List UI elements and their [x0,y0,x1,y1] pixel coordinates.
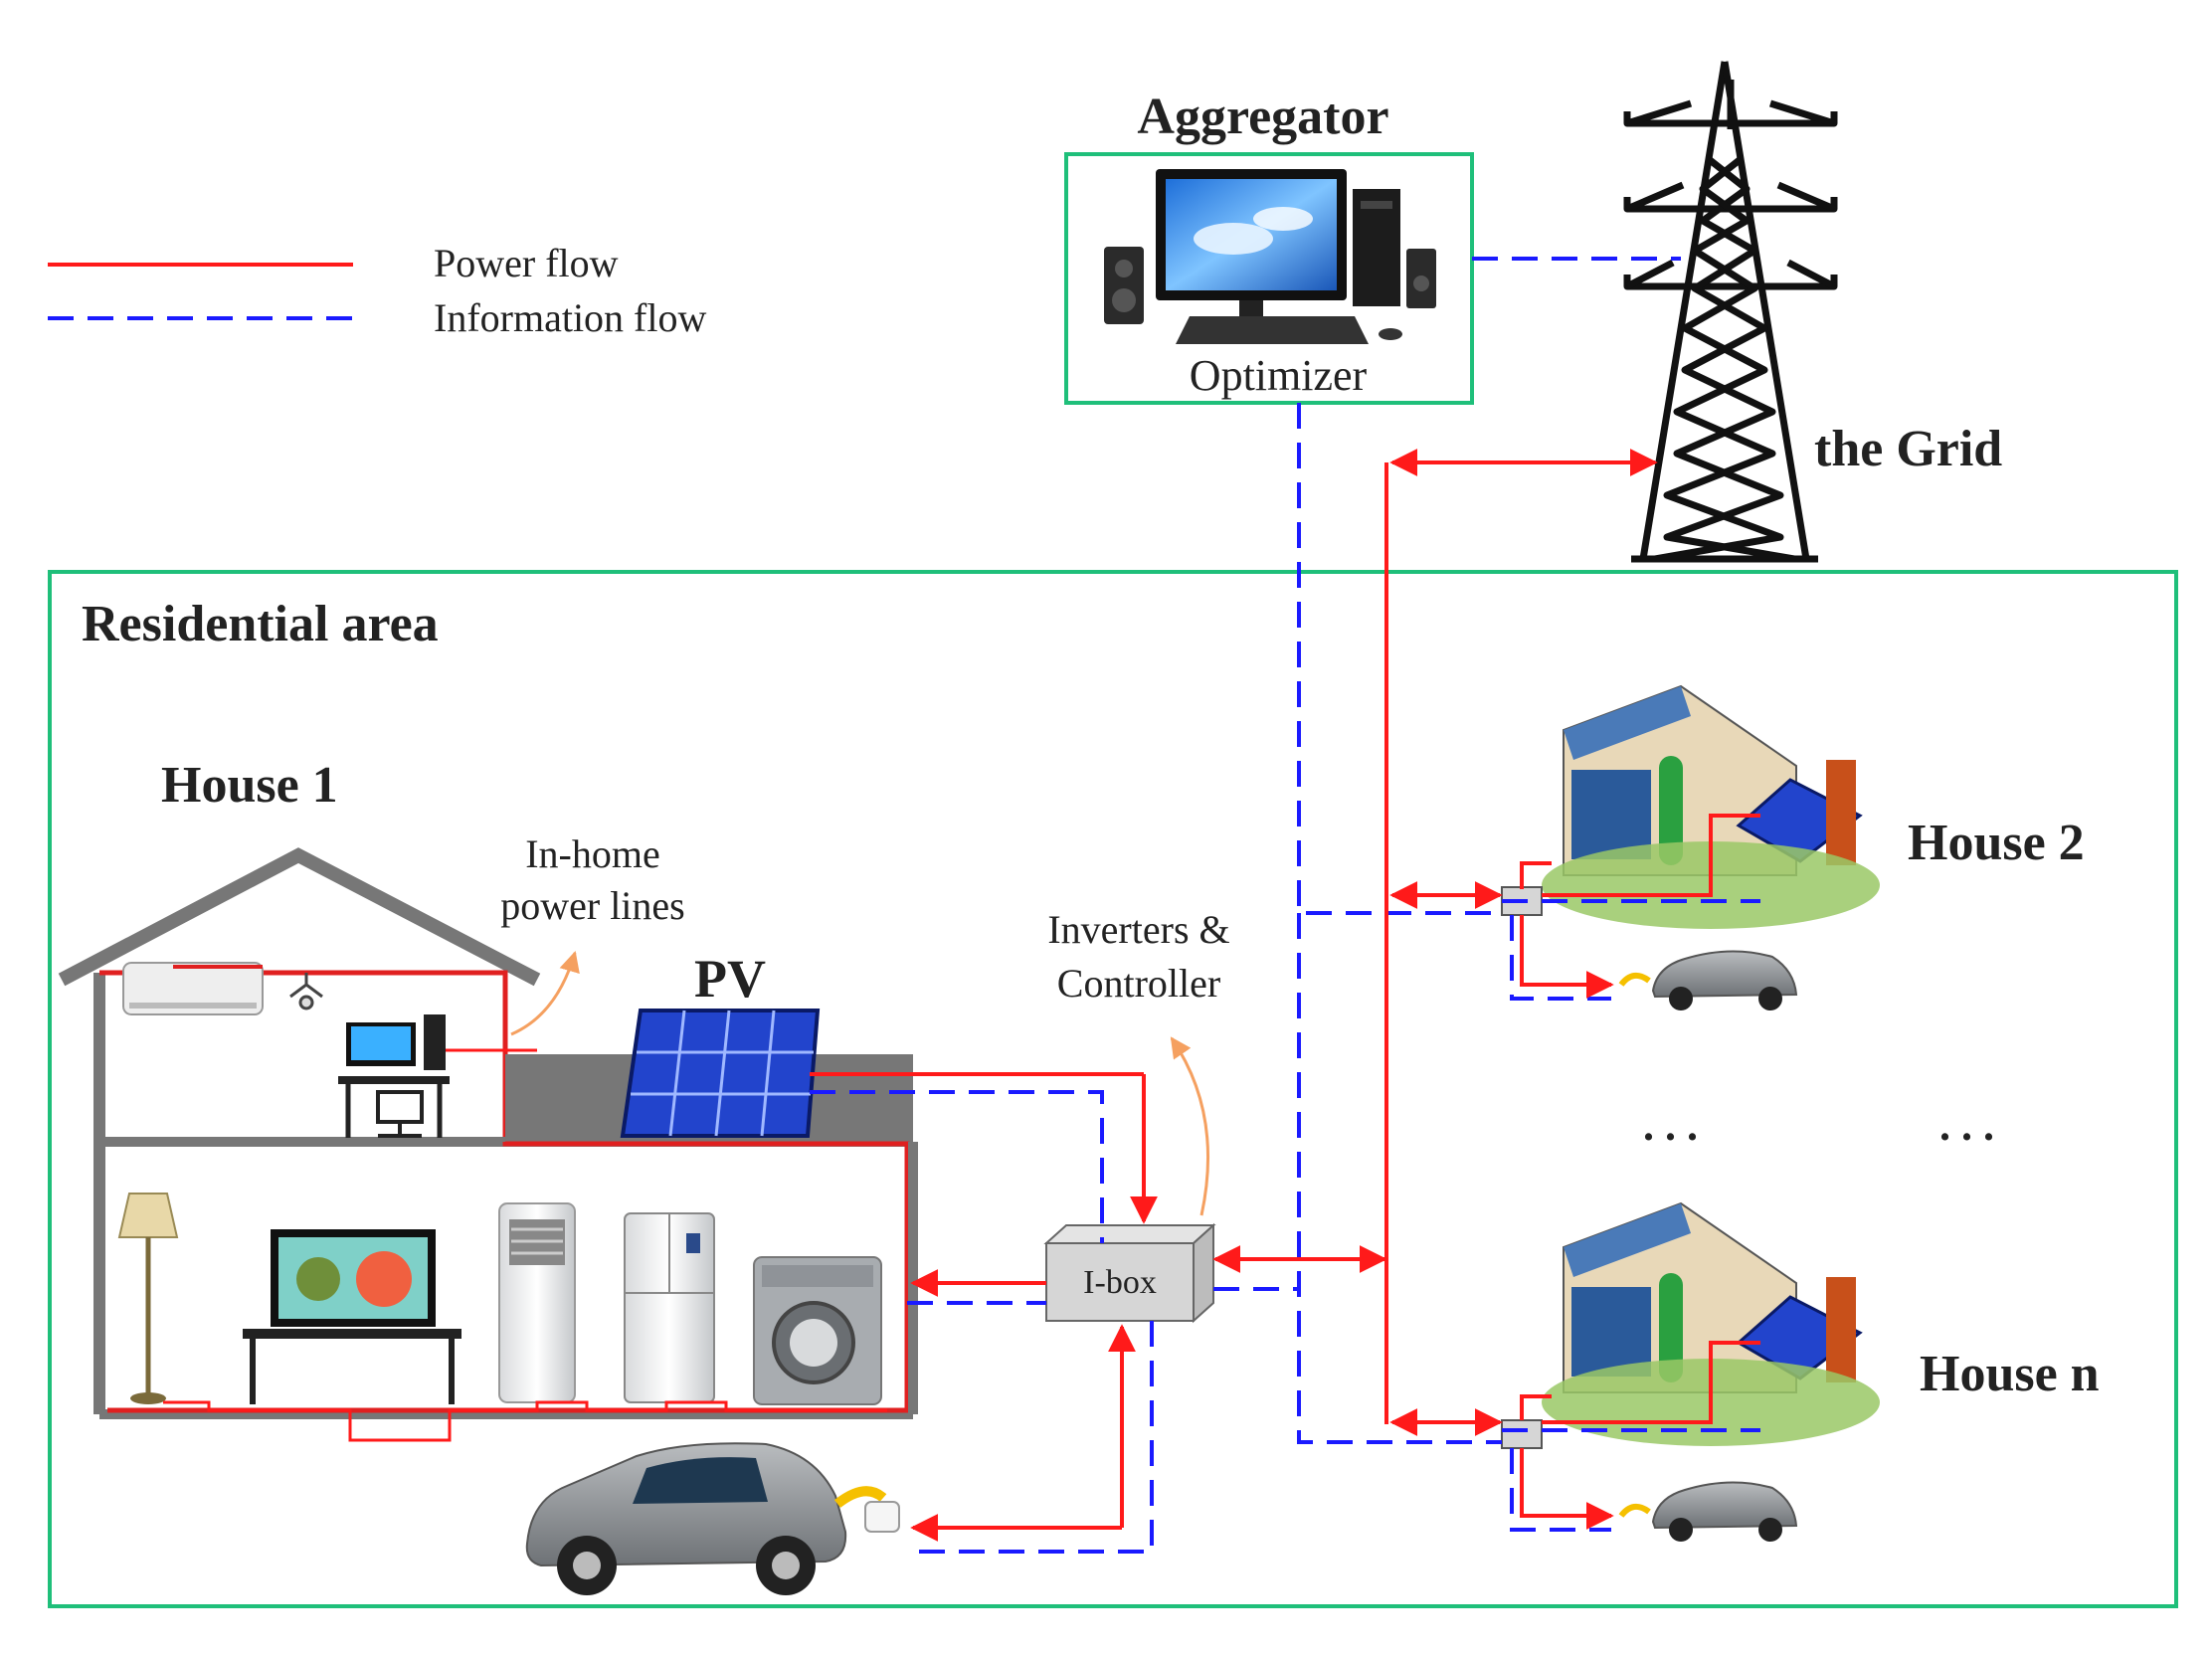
ibox: I-box [1043,1222,1216,1324]
ellipsis-left: . . . [1643,1101,1698,1150]
floor-lamp-icon [117,1193,179,1404]
optimizer-label: Optimizer [1190,351,1368,400]
house2-car-icon [1618,950,1798,1011]
ellipsis-right: . . . [1939,1101,1994,1150]
information-flow-legend-label: Information flow [434,295,706,340]
standing-air-conditioner-icon [498,1202,576,1403]
computer-icon [1104,169,1436,344]
housen-label: House n [1920,1346,2100,1402]
ibox-label: I-box [1083,1264,1157,1301]
inverters-label-1: Inverters & [1047,907,1229,952]
inverters-annotation-arrow [1170,1036,1210,1216]
television-icon [243,1229,461,1404]
residential-area-frame [48,570,2178,1608]
desk-computer-icon [338,1014,450,1138]
inhome-power-lines-label-1: In-home [525,831,660,876]
solar-panel-icon [620,1009,821,1138]
inhome-power-line-ground [163,1400,887,1442]
inverters-label-2: Controller [1057,961,1220,1006]
electric-car-icon [525,1442,900,1595]
inhome-annotation-arrow [510,950,580,1036]
house1-label: House 1 [161,757,338,814]
residential-area-label: Residential area [82,596,439,652]
power-flow-lines [810,449,1760,1542]
transmission-tower-icon [1623,61,1838,563]
ceiling-lamp-icon [289,973,323,1011]
refrigerator-icon [624,1212,715,1403]
housen-meter [1501,1419,1543,1449]
aggregator-title: Aggregator [1137,89,1388,145]
housen-car-icon [1618,1481,1798,1542]
power-flow-legend-label: Power flow [434,241,619,285]
house2-label: House 2 [1908,815,2085,871]
information-flow-lines [810,257,1760,1554]
washing-machine-icon [753,1256,882,1405]
grid-label: the Grid [1814,421,2002,477]
air-conditioner-icon [122,962,264,1015]
pv-label: PV [694,949,766,1009]
inhome-power-lines-label-2: power lines [500,883,685,928]
legend: Power flow Information flow [48,241,706,340]
